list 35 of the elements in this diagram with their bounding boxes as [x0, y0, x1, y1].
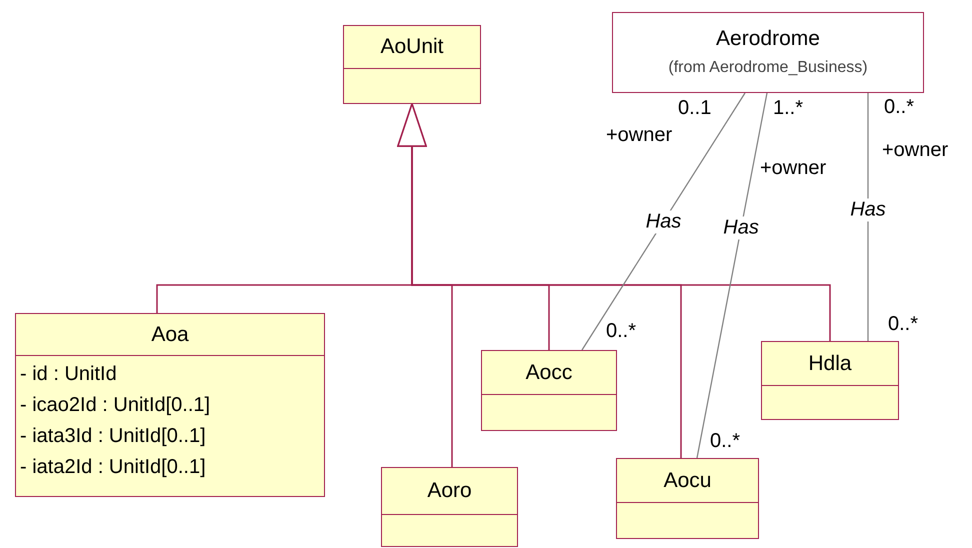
class-box [381, 467, 518, 547]
multiplicity: 0..* [606, 320, 636, 343]
class-box [761, 341, 899, 420]
class-name: Aerodrome [716, 27, 820, 51]
role-name: +owner [760, 157, 826, 180]
multiplicity: 0..* [888, 313, 918, 336]
association-line [582, 92, 746, 350]
role-name: +owner [606, 124, 672, 147]
edge-label: Has [722, 216, 760, 240]
class-box [616, 458, 759, 539]
edge-label: Has [644, 210, 682, 233]
attribute-text: - iata3Id : UnitId[0..1] [20, 424, 206, 449]
package-note: (from Aerodrome_Business) [668, 59, 868, 77]
multiplicity: 1..* [773, 97, 804, 120]
association-line [867, 93, 869, 341]
class-box [481, 350, 617, 431]
class-box [343, 25, 481, 104]
class-name: Aocc [526, 360, 572, 384]
class-name: AoUnit [380, 35, 444, 59]
attribute-text: - icao2Id : UnitId[0..1] [20, 393, 210, 418]
multiplicity: 0..* [884, 96, 914, 119]
class-name: Aoro [427, 479, 472, 503]
association-line [696, 92, 768, 458]
edge-label: Has [849, 198, 887, 222]
multiplicity: 0..1 [678, 97, 712, 120]
class-box [15, 313, 325, 497]
attribute-text: - id : UnitId [20, 362, 117, 387]
attribute-text: - iata2Id : UnitId[0..1] [20, 455, 206, 480]
class-box [612, 12, 924, 93]
role-name: +owner [882, 139, 948, 162]
class-name: Aoa [151, 322, 189, 346]
class-name: Aocu [664, 468, 712, 492]
generalization-arrow [397, 103, 831, 341]
class-name: Hdla [808, 352, 852, 376]
multiplicity: 0..* [710, 430, 740, 453]
